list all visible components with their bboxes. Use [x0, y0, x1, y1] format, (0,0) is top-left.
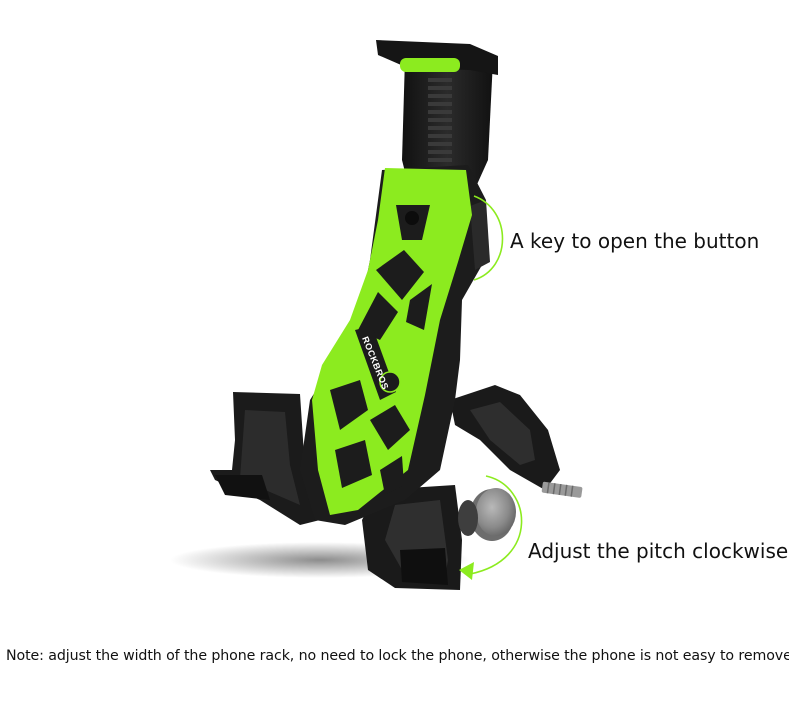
- handlebar-clamp: [450, 385, 583, 498]
- release-key-callout-arc: [473, 195, 504, 281]
- upper-sliding-arm: [376, 40, 498, 200]
- green-silicone-pad: [312, 168, 472, 515]
- brand-logo-icon: [379, 371, 401, 393]
- green-top-latch: [400, 58, 460, 72]
- release-key-button: [470, 200, 490, 270]
- bottom-right-claw: [362, 485, 462, 590]
- pad-screw-hole: [405, 211, 419, 225]
- pitch-callout-arc: [469, 475, 523, 575]
- pitch-callout-label: Adjust the pitch clockwise: [528, 539, 789, 563]
- pitch-adjust-knob: [458, 488, 516, 541]
- release-key-callout-label: A key to open the button: [510, 229, 760, 253]
- pitch-arrow-icon: [459, 562, 474, 580]
- ratchet-teeth: [428, 78, 452, 162]
- usage-note: Note: adjust the width of the phone rack…: [6, 648, 789, 664]
- bottom-left-claw: [210, 392, 320, 525]
